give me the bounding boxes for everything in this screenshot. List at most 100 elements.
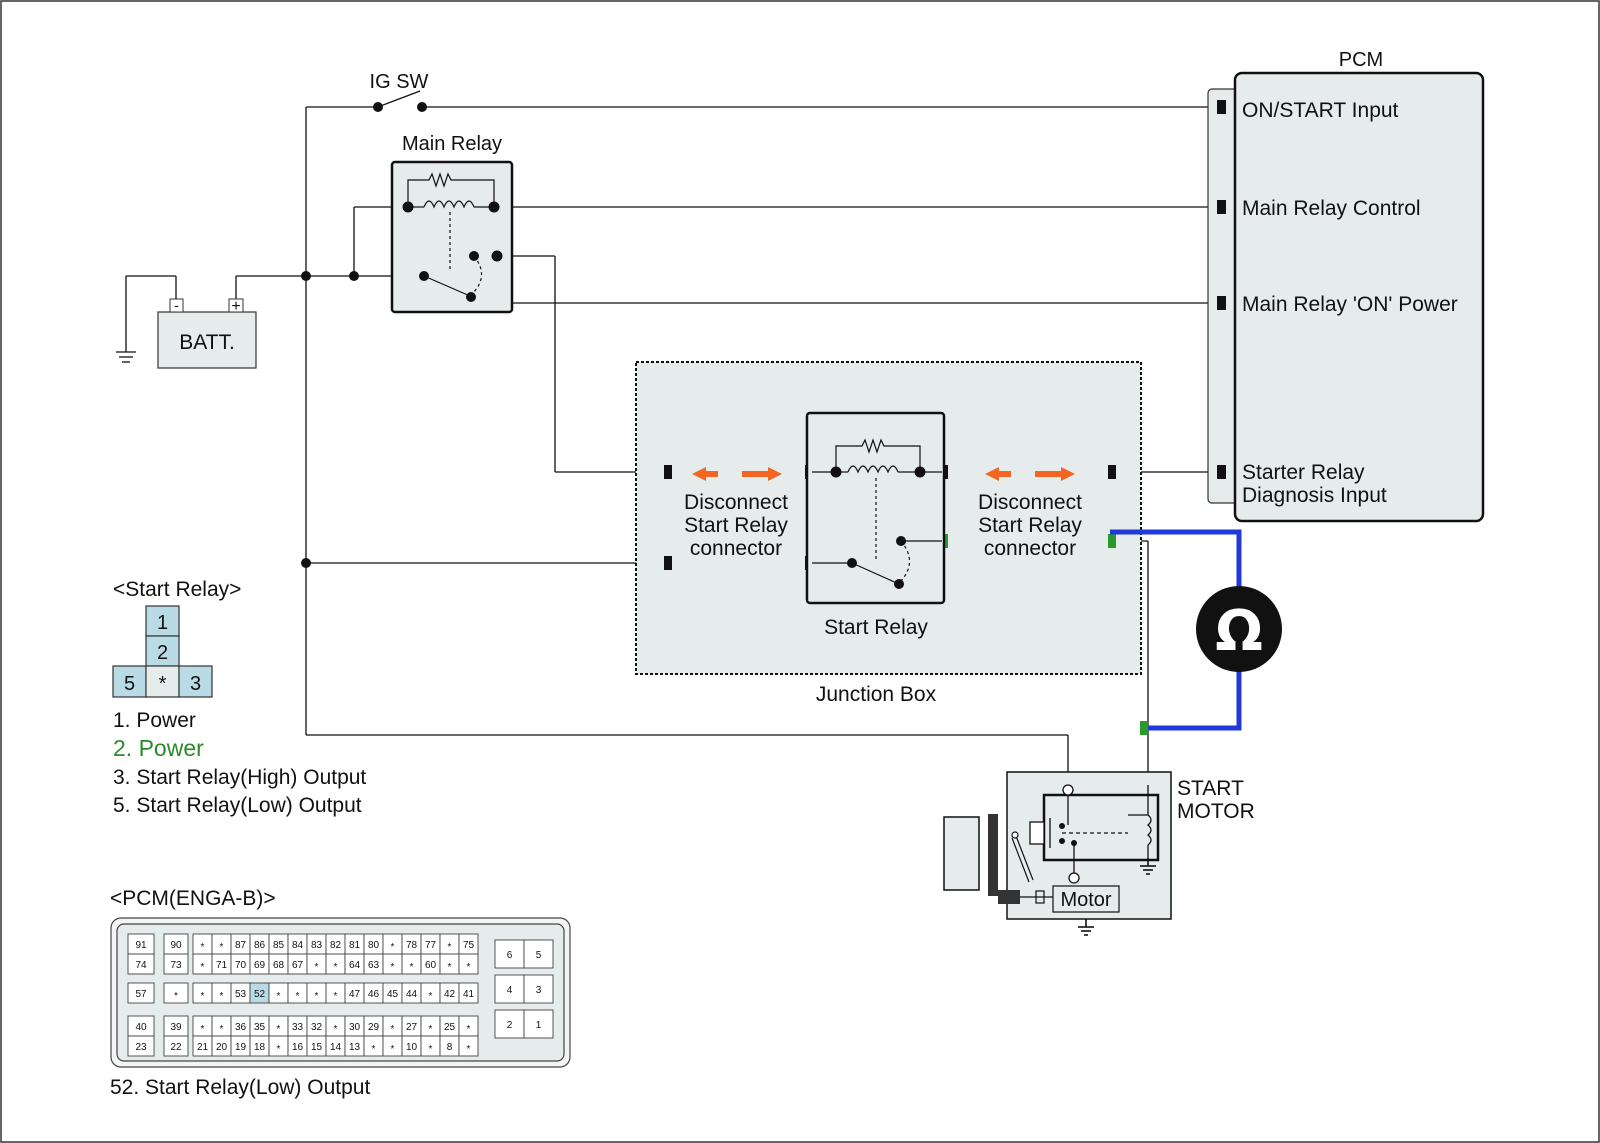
disconnect-left-line3: connector xyxy=(690,537,782,560)
pcm-pin-label: 14 xyxy=(330,1042,342,1053)
probe-pin-upper xyxy=(1108,534,1116,548)
pcm-pin-label: 3 xyxy=(536,985,542,996)
pcm-pin-label: 6 xyxy=(507,950,513,961)
pcm-pin-label: * xyxy=(277,1044,281,1055)
pcm-pin-cell xyxy=(458,953,479,975)
pcm-pin-cell xyxy=(458,1035,479,1057)
ohm-symbol: Ω xyxy=(1215,599,1263,664)
pcm-pin-label: 70 xyxy=(235,960,247,971)
pcm-pin-label: * xyxy=(334,962,338,973)
main-relay-coil-icon xyxy=(407,172,495,297)
pcm-pin-label: 46 xyxy=(368,989,380,1000)
pcm-pin-label: * xyxy=(277,1024,281,1035)
pcm-pin-label: * xyxy=(277,991,281,1002)
pcm-pin-label: 84 xyxy=(292,940,304,951)
pcm-pin-label: * xyxy=(201,1024,205,1035)
pcm-pin-label: * xyxy=(391,1024,395,1035)
disconnect-arrows xyxy=(692,467,1075,481)
pcm-pin-label: 44 xyxy=(406,989,418,1000)
pcm-pin-label: * xyxy=(296,991,300,1002)
battery-neg-terminal xyxy=(169,298,184,313)
start-relay-pin-2: 2 xyxy=(157,642,168,664)
pcm-pin-label: 71 xyxy=(216,960,228,971)
pcm-pin-label: 67 xyxy=(292,960,304,971)
battery-pos-terminal xyxy=(228,298,244,313)
pcm-pin-label: 75 xyxy=(463,940,475,951)
pcm-pin-label: 27 xyxy=(406,1022,418,1033)
pcm-pin-label: * xyxy=(448,942,452,953)
pcm-pin-cell xyxy=(523,1009,554,1039)
junction-box-label: Junction Box xyxy=(816,683,937,706)
pcm-pin-cell xyxy=(458,982,479,1004)
pcm-pin-label: * xyxy=(220,942,224,953)
pcm-pin-label: 90 xyxy=(170,940,182,951)
pcm-pin-label: 40 xyxy=(135,1022,147,1033)
start-relay-label: Start Relay xyxy=(824,616,928,639)
pcm-pin-label: * xyxy=(220,1024,224,1035)
battery-neg-sign: - xyxy=(174,297,179,313)
pcm-pin-label: 78 xyxy=(406,940,418,951)
pcm-pin-label: * xyxy=(410,962,414,973)
pcm-pin-label: 45 xyxy=(387,989,399,1000)
ig-switch-label: IG SW xyxy=(370,71,429,93)
pcm-starter-relay-diag-line1: Starter Relay xyxy=(1242,461,1365,484)
pcm-pin-label: 64 xyxy=(349,960,361,971)
pcm-connector-title: <PCM(ENGA-B)> xyxy=(110,887,276,910)
pcm-pin-label: * xyxy=(220,991,224,1002)
pcm-pin-label: 86 xyxy=(254,940,266,951)
pcm-pin-label: 80 xyxy=(368,940,380,951)
pcm-pin-label: 41 xyxy=(463,989,475,1000)
probe-pin-lower xyxy=(1140,721,1148,735)
start-relay-legend-item: 5. Start Relay(Low) Output xyxy=(113,794,362,817)
start-motor-label-line2: MOTOR xyxy=(1177,800,1255,823)
battery-pos-sign: + xyxy=(231,298,240,315)
pcm-pin-label: * xyxy=(315,962,319,973)
pcm-main-relay-on-power: Main Relay 'ON' Power xyxy=(1242,293,1458,316)
disconnect-right-line3: connector xyxy=(984,537,1076,560)
pcm-pin-label: * xyxy=(467,1044,471,1055)
pcm-pin-label: * xyxy=(467,962,471,973)
start-relay-legend-item: 3. Start Relay(High) Output xyxy=(113,766,366,789)
pcm-pin-cell xyxy=(523,939,554,969)
pcm-label: PCM xyxy=(1339,49,1383,71)
disconnect-right-line1: Disconnect xyxy=(978,491,1082,514)
pcm-pin-label: * xyxy=(334,991,338,1002)
pcm-pin-cell xyxy=(127,1035,155,1057)
pcm-pin-label: 81 xyxy=(349,940,361,951)
motor-box xyxy=(1052,885,1120,913)
pcm-pin-cell xyxy=(494,939,525,969)
pcm-pin-label: 5 xyxy=(536,950,542,961)
pcm-pin-label: * xyxy=(391,962,395,973)
pcm-pin-label: 1 xyxy=(536,1020,542,1031)
pcm-pin-label: * xyxy=(334,1024,338,1035)
start-relay-pin-star: * xyxy=(159,673,167,695)
start-relay-pin-5: 5 xyxy=(124,673,135,695)
pcm-pin-label: * xyxy=(429,991,433,1002)
pcm-pin-label: 4 xyxy=(507,985,513,996)
pcm-pin-label: * xyxy=(467,1024,471,1035)
start-relay-pin-1: 1 xyxy=(157,612,168,634)
start-relay-legend-item-highlight: 2. Power xyxy=(113,735,204,761)
shift-lever-icon xyxy=(1011,831,1053,904)
start-motor-contacts xyxy=(1059,823,1077,846)
pcm-connector-note: 52. Start Relay(Low) Output xyxy=(110,1076,370,1099)
pcm-pin-label: 42 xyxy=(444,989,456,1000)
ig-switch-icon xyxy=(373,90,427,112)
pcm-pin-label: 21 xyxy=(197,1042,209,1053)
ring-gear-icon xyxy=(988,814,1020,904)
pcm-pin-label: 63 xyxy=(368,960,380,971)
start-relay-legend-item: 1. Power xyxy=(113,709,196,732)
pcm-pin-cell xyxy=(494,1009,525,1039)
pcm-pin-label: 15 xyxy=(311,1042,323,1053)
start-relay-legend-title: <Start Relay> xyxy=(113,578,241,601)
pcm-pin-label: 68 xyxy=(273,960,285,971)
pcm-pin-label: 20 xyxy=(216,1042,228,1053)
pcm-pin-label: 82 xyxy=(330,940,342,951)
motor-label: Motor xyxy=(1060,889,1111,911)
start-motor-internals-icon xyxy=(1029,784,1160,884)
pcm-pin-label: 60 xyxy=(425,960,437,971)
pcm-pin-label: 13 xyxy=(349,1042,361,1053)
pcm-pin-label: 69 xyxy=(254,960,266,971)
pcm-pin-label: 53 xyxy=(235,989,247,1000)
